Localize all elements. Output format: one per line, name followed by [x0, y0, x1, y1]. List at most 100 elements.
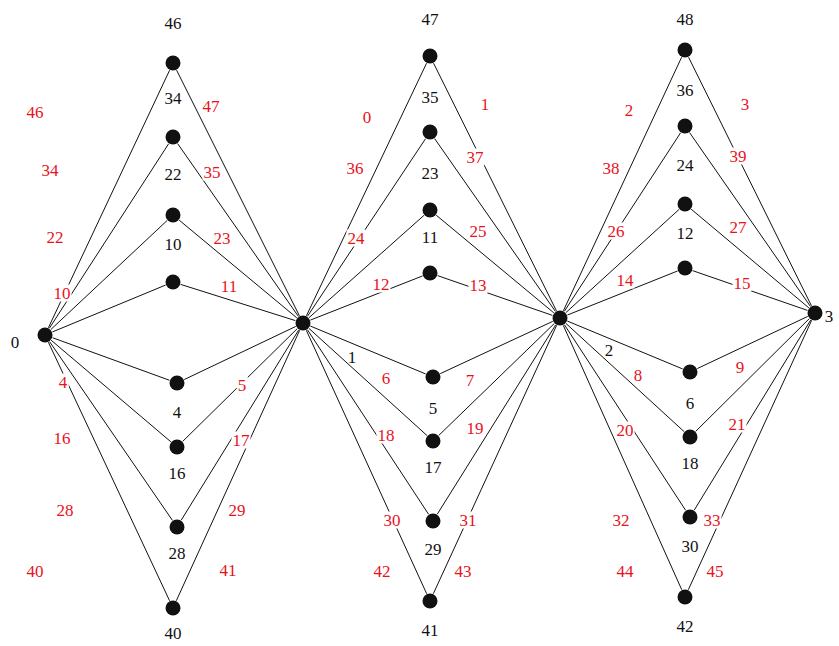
graph-vertex: 48 [677, 42, 693, 58]
graph-edge [307, 139, 425, 317]
vertex-dot [165, 274, 181, 290]
edge-label: 8 [633, 367, 644, 384]
edge-label: 17 [232, 432, 251, 449]
graph-vertex: 17 [425, 433, 441, 449]
graph-edge [563, 57, 681, 311]
graph-edge [181, 330, 299, 520]
edge-label: 31 [459, 512, 478, 529]
graph-vertex: 6 [682, 364, 698, 380]
vertex-dot [169, 375, 185, 391]
vertex-dot [37, 327, 53, 343]
vertex-dot [425, 513, 441, 529]
vertex-label: 47 [422, 11, 439, 28]
graph-vertex: 23 [422, 202, 438, 218]
vertex-label: 28 [169, 545, 186, 562]
graph-vertex: 36 [677, 118, 693, 134]
vertex-label: 23 [422, 165, 439, 182]
graph-vertex: 42 [677, 589, 693, 605]
graph-edge [435, 139, 556, 312]
edge-label: 0 [362, 109, 373, 126]
vertex-label: 24 [677, 157, 694, 174]
edge-label: 43 [454, 563, 473, 580]
vertex-dot [425, 369, 441, 385]
graph-edge [690, 133, 811, 307]
graph-vertex: 1 [295, 315, 311, 331]
edge-label: 47 [202, 98, 221, 115]
vertex-label: 10 [165, 236, 182, 253]
graph-edge [437, 325, 556, 514]
graph-edge [310, 276, 422, 320]
edge-label: 10 [53, 285, 72, 302]
vertex-dot [677, 42, 693, 58]
vertex-label: 4 [173, 404, 182, 421]
graph-edge [178, 144, 299, 317]
vertex-label: 16 [169, 465, 186, 482]
vertex-label: 42 [677, 618, 694, 635]
edge-label: 5 [237, 377, 248, 394]
graph-vertex: 0 [37, 327, 53, 343]
graph-vertex: 29 [425, 513, 441, 529]
edge-label: 11 [220, 278, 238, 295]
edge-label: 2 [624, 102, 635, 119]
graph-edge [563, 325, 681, 589]
vertex-label: 30 [682, 538, 699, 555]
vertex-dot [422, 124, 438, 140]
edge-label: 20 [616, 422, 635, 439]
graph-edge [566, 323, 684, 431]
graph-edge [693, 271, 808, 311]
graph-edge [306, 330, 426, 593]
vertex-dot [169, 519, 185, 535]
graph-edge [177, 70, 300, 316]
edge-label: 35 [203, 164, 222, 181]
vertex-label: 12 [677, 225, 694, 242]
vertex-label: 5 [429, 400, 438, 417]
edge-label: 23 [213, 230, 232, 247]
vertex-dot [422, 593, 438, 609]
graph-edge [310, 326, 425, 374]
vertex-dot [425, 433, 441, 449]
vertex-label: 46 [165, 15, 182, 32]
vertex-dot [295, 315, 311, 331]
graph-vertex: 41 [422, 593, 438, 609]
edge-label: 6 [381, 370, 392, 387]
edge-label: 22 [46, 229, 65, 246]
graph-vertex: 24 [677, 196, 693, 212]
vertex-label: 3 [825, 308, 834, 325]
graph-edge [51, 220, 167, 329]
graph-vertex: 46 [165, 55, 181, 71]
graph-edge [184, 326, 296, 379]
edge-label: 36 [346, 160, 365, 177]
vertex-dot [165, 129, 181, 145]
graph-edge [433, 325, 556, 593]
vertex-label: 1 [348, 349, 357, 366]
vertex-label: 35 [422, 89, 439, 106]
edge-label: 19 [466, 420, 485, 437]
vertex-label: 0 [11, 334, 20, 351]
graph-edge [307, 330, 428, 515]
vertex-label: 41 [422, 622, 439, 639]
vertex-label: 36 [677, 82, 694, 99]
graph-vertex: 18 [682, 429, 698, 445]
graph-edge [438, 276, 553, 316]
graph-vertex: 34 [165, 129, 181, 145]
vertex-dot [165, 55, 181, 71]
vertex-dot [422, 48, 438, 64]
edge-label: 33 [703, 512, 722, 529]
vertex-dot [165, 600, 181, 616]
edge-label: 14 [616, 272, 635, 289]
edge-label: 13 [469, 277, 488, 294]
edge-label: 4 [58, 374, 69, 391]
edge-label: 3 [740, 96, 751, 113]
vertex-dot [677, 118, 693, 134]
vertex-dot [169, 439, 185, 455]
edge-label: 16 [53, 430, 72, 447]
edge-label: 32 [612, 512, 631, 529]
edge-label: 45 [706, 563, 725, 580]
edge-label: 27 [729, 219, 748, 236]
graph-edge [564, 325, 685, 511]
edge-label: 24 [347, 230, 366, 247]
vertex-label: 29 [425, 541, 442, 558]
graph-edge [52, 285, 165, 332]
graph-edge [566, 209, 679, 312]
graph-edge [50, 342, 173, 521]
